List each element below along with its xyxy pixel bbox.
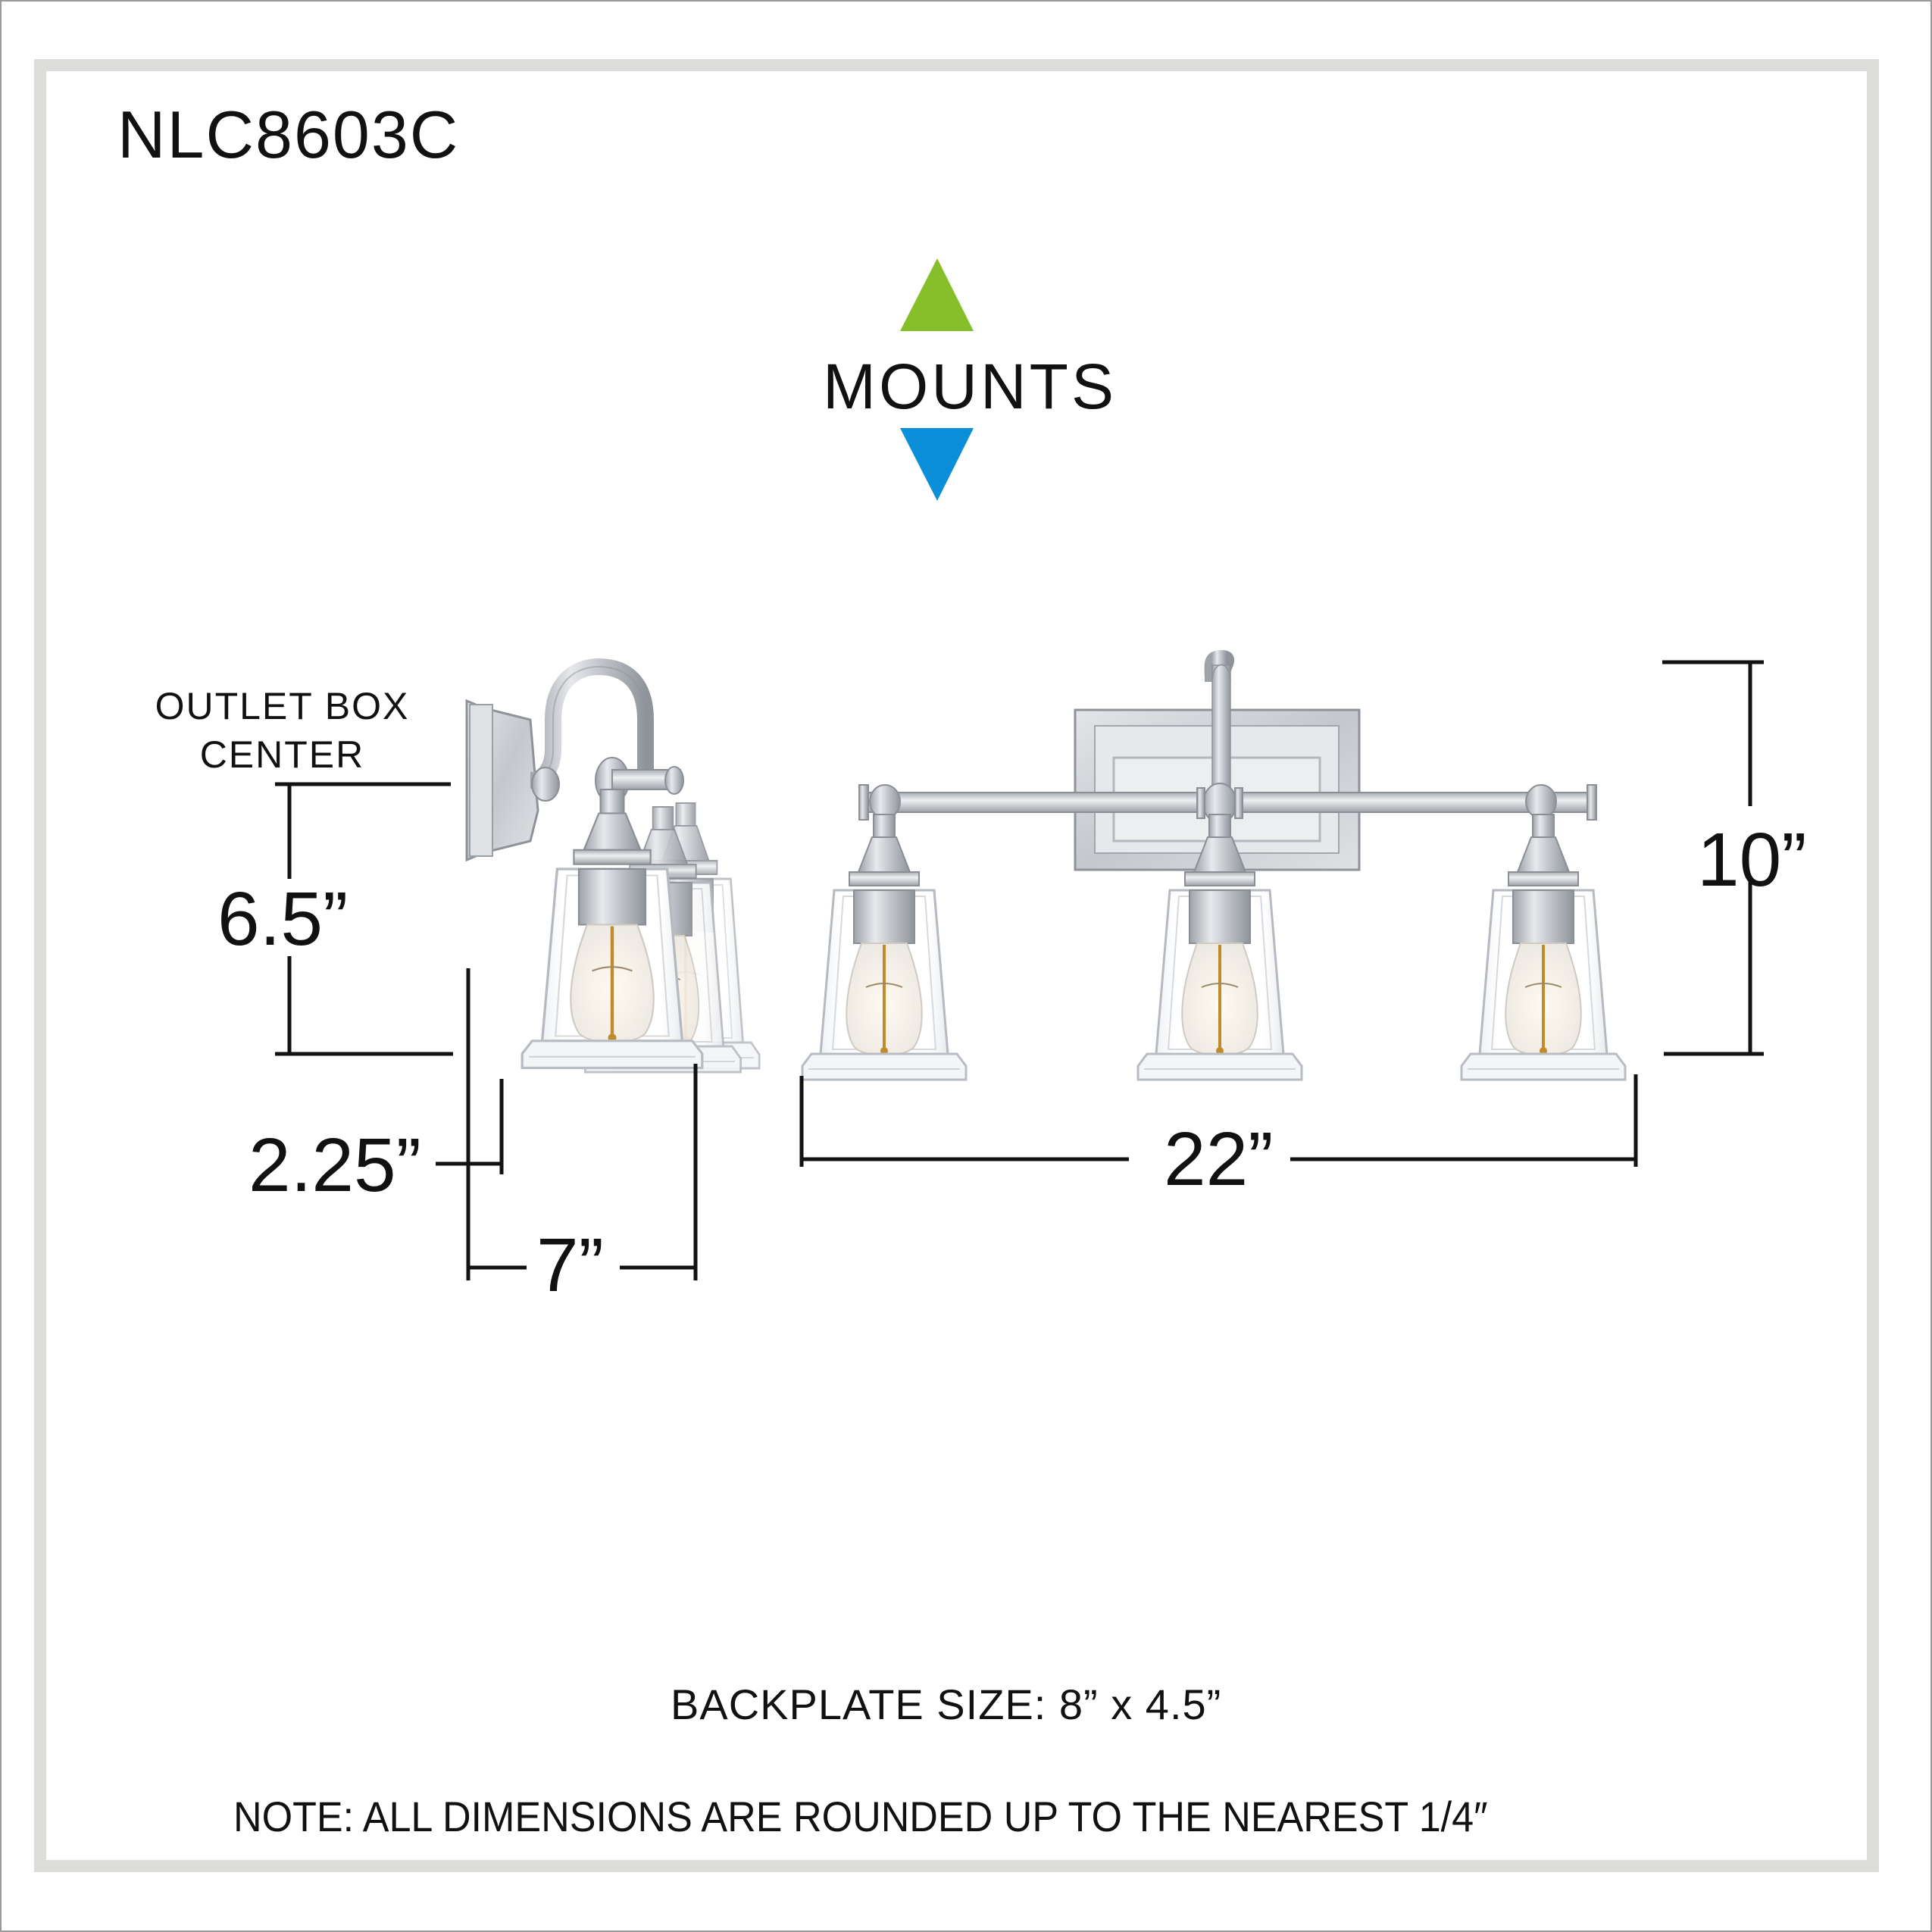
- mount-down-arrow-icon: [900, 428, 974, 501]
- dimension-6-5: 6.5”: [217, 877, 349, 961]
- model-number-title: NLC8603C: [117, 97, 460, 172]
- dimension-lines: [275, 660, 1764, 1280]
- side-view-fixture: [465, 658, 761, 1074]
- front-view-fixture: [801, 649, 1627, 1081]
- dimension-22: 22”: [1164, 1117, 1274, 1202]
- mounts-label: MOUNTS: [823, 351, 1117, 422]
- dimension-2-25: 2.25”: [249, 1123, 421, 1208]
- outlet-label-line1: OUTLET BOX: [155, 685, 410, 727]
- outlet-label-line2: CENTER: [199, 733, 365, 776]
- outlet-box-center-label: OUTLET BOX CENTER: [144, 682, 420, 779]
- rounding-note: NOTE: ALL DIMENSIONS ARE ROUNDED UP TO T…: [233, 1793, 1488, 1840]
- backplate-size-label: BACKPLATE SIZE: 8” x 4.5”: [671, 1680, 1222, 1728]
- dimension-10: 10”: [1697, 818, 1807, 902]
- inner-frame: [34, 59, 1879, 1872]
- dimension-7: 7”: [536, 1223, 604, 1308]
- mount-up-arrow-icon: [900, 258, 974, 331]
